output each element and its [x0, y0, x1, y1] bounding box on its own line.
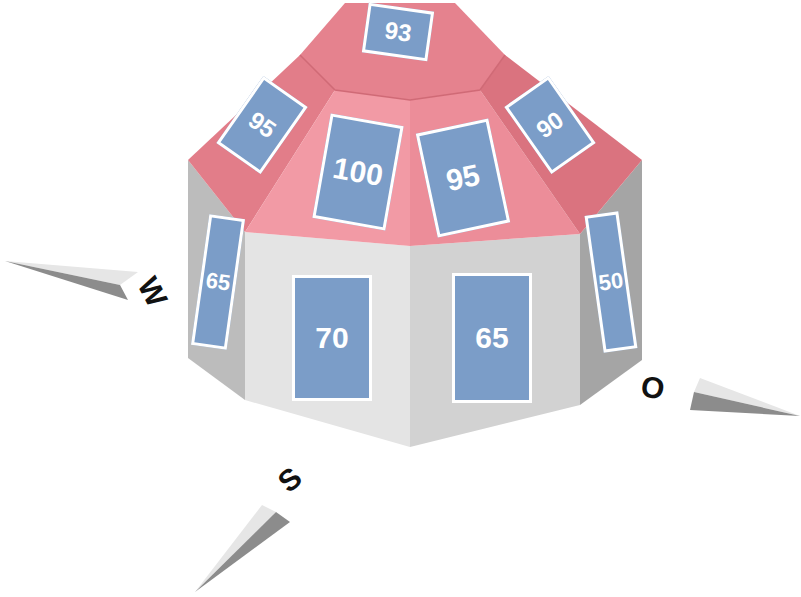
panel-number: 95: [443, 158, 483, 198]
window: 65: [452, 273, 532, 403]
panel-number: 65: [204, 267, 232, 296]
panel-number: 90: [531, 106, 569, 144]
compass-letter: W: [131, 272, 174, 313]
window: 70: [292, 275, 372, 401]
panel-number: 70: [315, 321, 348, 355]
panel-number: 95: [243, 106, 281, 144]
roof-panel: 93: [362, 3, 434, 62]
panel-number: 100: [330, 151, 385, 193]
panel-number: 93: [383, 16, 413, 47]
roof: [188, 3, 642, 246]
panel-number: 65: [475, 321, 508, 355]
compass-letter: S: [271, 461, 308, 500]
compass-letter: O: [638, 369, 667, 407]
panel-number: 50: [597, 267, 625, 296]
